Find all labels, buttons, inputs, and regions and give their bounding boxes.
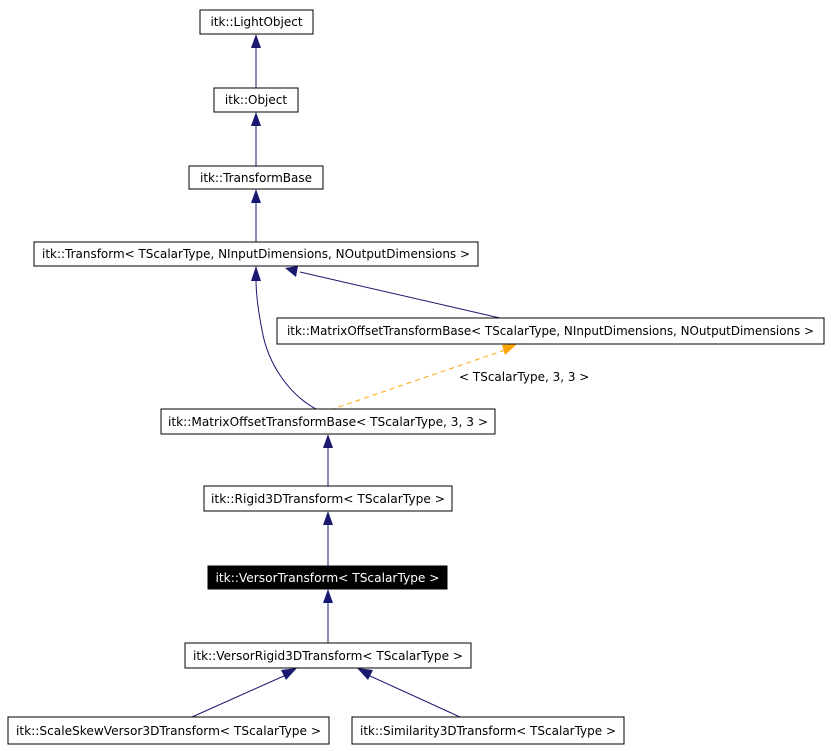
svg-text:itk::VersorRigid3DTransform< T: itk::VersorRigid3DTransform< TScalarType… <box>193 649 463 663</box>
svg-text:itk::VersorTransform< TScalarT: itk::VersorTransform< TScalarType > <box>216 571 440 585</box>
edge-mobase3-to-transform <box>255 278 317 410</box>
node-versor-rigid3d-transform[interactable]: itk::VersorRigid3DTransform< TScalarType… <box>184 642 472 669</box>
edge-similarity-to-versorrigid <box>367 674 461 718</box>
edge-scaleskew-to-versorrigid <box>191 674 287 718</box>
svg-text:itk::Rigid3DTransform< TScalar: itk::Rigid3DTransform< TScalarType > <box>211 492 445 506</box>
node-rigid3d-transform[interactable]: itk::Rigid3DTransform< TScalarType > <box>203 485 453 512</box>
arrowhead-mobase3 <box>323 434 333 448</box>
node-light-object[interactable]: itk::LightObject <box>199 9 314 35</box>
svg-text:itk::MatrixOffsetTransformBase: itk::MatrixOffsetTransformBase< TScalarT… <box>168 415 488 429</box>
arrowhead-template <box>502 344 517 355</box>
arrowhead-versorrigid-right <box>357 668 373 680</box>
arrowhead-rigid3d <box>323 511 333 525</box>
arrowhead-versorrigid-left <box>281 668 297 680</box>
arrowhead-object <box>251 112 261 126</box>
svg-text:itk::Object: itk::Object <box>225 93 287 107</box>
arrowhead-transform-left <box>251 266 261 281</box>
svg-text:itk::LightObject: itk::LightObject <box>210 15 302 29</box>
node-transform-base[interactable]: itk::TransformBase <box>188 165 324 190</box>
svg-text:itk::MatrixOffsetTransformBase: itk::MatrixOffsetTransformBase< TScalarT… <box>287 324 814 338</box>
arrowhead-transform-right <box>285 266 298 277</box>
node-versor-transform-current[interactable]: itk::VersorTransform< TScalarType > <box>207 565 448 590</box>
edge-mobasetemplate-to-transform <box>299 271 501 319</box>
node-similarity3d-transform[interactable]: itk::Similarity3DTransform< TScalarType … <box>351 716 625 745</box>
arrowhead-lightobject <box>251 34 261 48</box>
node-scale-skew-versor3d-transform[interactable]: itk::ScaleSkewVersor3DTransform< TScalar… <box>7 716 330 745</box>
svg-text:itk::Transform< TScalarType, N: itk::Transform< TScalarType, NInputDimen… <box>42 247 470 261</box>
template-edge-label: < TScalarType, 3, 3 > <box>459 370 589 384</box>
node-matrix-offset-transform-base-template[interactable]: itk::MatrixOffsetTransformBase< TScalarT… <box>276 317 825 345</box>
node-matrix-offset-transform-base-3-3[interactable]: itk::MatrixOffsetTransformBase< TScalarT… <box>160 408 496 435</box>
arrowhead-versor <box>323 589 333 603</box>
svg-text:itk::TransformBase: itk::TransformBase <box>200 171 312 185</box>
svg-text:itk::Similarity3DTransform< TS: itk::Similarity3DTransform< TScalarType … <box>360 724 616 738</box>
node-object[interactable]: itk::Object <box>213 87 299 113</box>
svg-text:itk::ScaleSkewVersor3DTransfor: itk::ScaleSkewVersor3DTransform< TScalar… <box>16 724 321 738</box>
edge-template-instantiation <box>329 349 506 411</box>
node-transform[interactable]: itk::Transform< TScalarType, NInputDimen… <box>33 241 479 267</box>
arrowhead-transformbase <box>251 189 261 203</box>
